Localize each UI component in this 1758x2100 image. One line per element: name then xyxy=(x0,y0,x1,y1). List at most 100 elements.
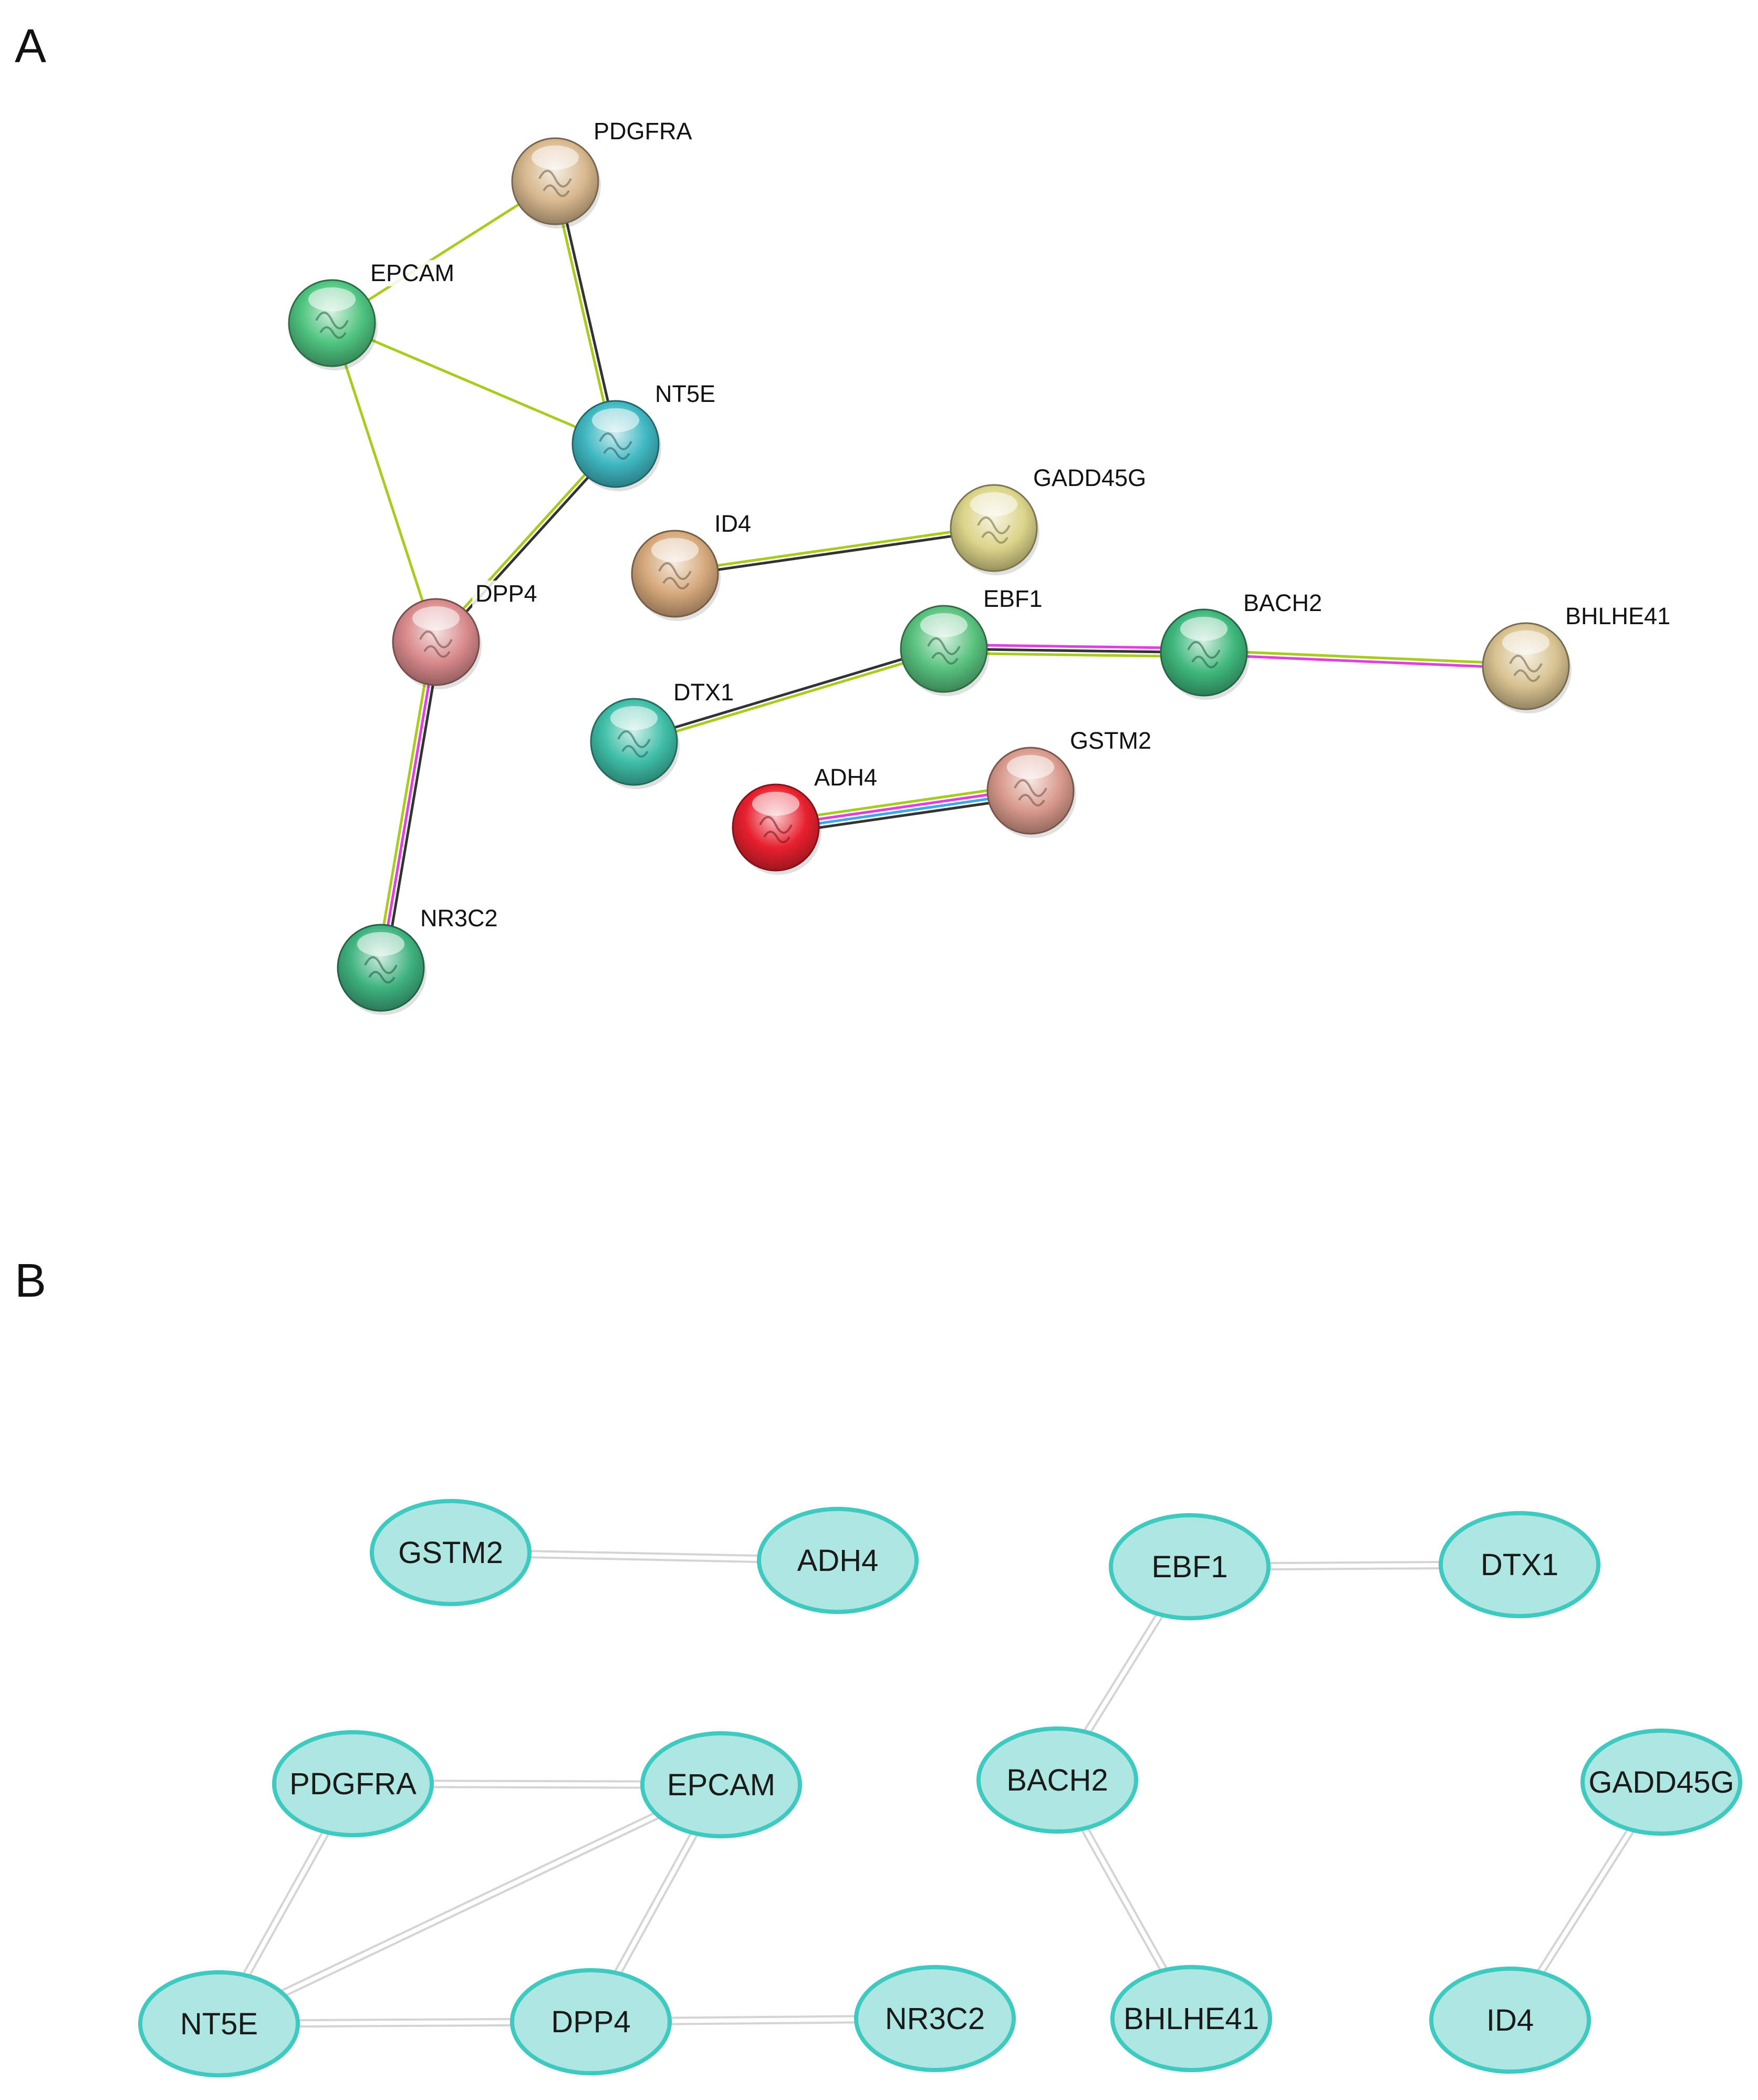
protein-structure-icon xyxy=(658,562,692,589)
node-label-bg xyxy=(367,260,458,286)
node-id4[interactable]: ID4 xyxy=(1429,1967,1591,2074)
node-ellipse xyxy=(1110,1965,1272,2072)
node-label-bg xyxy=(670,679,737,706)
edge-epcam-dpp4 xyxy=(330,322,438,644)
node-ellipse xyxy=(640,1731,802,1838)
node-label: BACH2 xyxy=(1006,1763,1108,1797)
node-dtx1[interactable]: DTX1 xyxy=(1439,1511,1600,1618)
node-highlight xyxy=(357,932,405,956)
node-label-bg xyxy=(417,905,501,932)
node-gadd45g[interactable]: GADD45G xyxy=(950,464,1150,575)
evidence-line xyxy=(1202,653,1527,670)
node-label-bg xyxy=(1067,728,1155,754)
node-dpp4[interactable]: DPP4 xyxy=(392,580,540,689)
protein-structure-icon xyxy=(419,630,453,658)
evidence-line xyxy=(433,441,616,642)
node-label: BHLHE41 xyxy=(1565,603,1670,629)
node-label: NT5E xyxy=(180,2007,258,2041)
node-highlight xyxy=(412,606,460,630)
node-label-bg xyxy=(472,581,540,607)
node-ellipse xyxy=(138,1970,300,2077)
node-highlight xyxy=(610,706,658,730)
node-label-bg xyxy=(711,511,755,537)
node-ellipse xyxy=(272,1730,434,1837)
protein-structure-icon xyxy=(927,637,961,665)
node-highlight xyxy=(308,287,356,312)
node-highlight xyxy=(1006,754,1055,779)
node-ellipse xyxy=(757,1507,919,1614)
node-highlight xyxy=(970,492,1018,516)
node-highlight xyxy=(591,408,640,432)
node-ellipse xyxy=(370,1499,532,1606)
edge-epcam-nt5e xyxy=(217,1781,723,2028)
node-pdgfra[interactable]: PDGFRA xyxy=(511,118,695,229)
node-pdgfra[interactable]: PDGFRA xyxy=(272,1730,434,1837)
node-label: DPP4 xyxy=(475,580,537,607)
node-bhlhe41[interactable]: BHLHE41 xyxy=(1110,1965,1272,2072)
node-label: EBF1 xyxy=(1151,1550,1228,1584)
evidence-line xyxy=(436,444,619,645)
evidence-line xyxy=(673,524,995,573)
node-bach2[interactable]: BACH2 xyxy=(976,1726,1138,1834)
node-highlight xyxy=(1180,616,1228,641)
node-ellipse xyxy=(1429,1967,1591,2074)
node-label-bg xyxy=(1240,590,1326,616)
node-label-bg xyxy=(652,381,719,407)
node-epcam[interactable]: EPCAM xyxy=(288,260,458,370)
node-nt5e[interactable]: NT5E xyxy=(138,1970,300,2077)
node-ebf1[interactable]: EBF1 xyxy=(1109,1513,1271,1620)
node-highlight xyxy=(752,791,800,816)
node-nr3c2[interactable]: NR3C2 xyxy=(854,1965,1016,2072)
protein-structure-icon xyxy=(1509,655,1543,682)
node-gstm2[interactable]: GSTM2 xyxy=(370,1499,532,1606)
edge-line xyxy=(220,1786,723,2028)
node-label-bg xyxy=(590,118,695,144)
node-label: BACH2 xyxy=(1243,589,1322,616)
protein-structure-icon xyxy=(759,816,793,843)
evidence-line xyxy=(330,322,438,644)
panel-a-letter: A xyxy=(15,20,46,73)
node-ebf1[interactable]: EBF1 xyxy=(900,585,1046,696)
node-adh4[interactable]: ADH4 xyxy=(757,1507,919,1614)
node-gstm2[interactable]: GSTM2 xyxy=(986,727,1155,838)
node-label: ID4 xyxy=(714,510,751,537)
node-epcam[interactable]: EPCAM xyxy=(640,1731,802,1838)
node-bach2[interactable]: BACH2 xyxy=(1160,589,1326,700)
node-label: DPP4 xyxy=(551,2005,631,2039)
node-label: GSTM2 xyxy=(1070,727,1151,754)
node-ellipse xyxy=(1580,1729,1742,1836)
protein-structure-icon xyxy=(1014,779,1047,806)
protein-structure-icon xyxy=(364,956,398,984)
evidence-line xyxy=(633,649,946,746)
evidence-line xyxy=(556,179,619,445)
node-gadd45g[interactable]: GADD45G xyxy=(1580,1729,1742,1836)
node-id4[interactable]: ID4 xyxy=(631,510,755,621)
node-dtx1[interactable]: DTX1 xyxy=(590,679,737,789)
node-dpp4[interactable]: DPP4 xyxy=(510,1968,672,2075)
edge-pdgfra-nt5e xyxy=(552,179,619,446)
node-highlight xyxy=(1502,630,1550,655)
edge-line xyxy=(217,1781,721,2022)
protein-structure-icon xyxy=(538,170,572,197)
edge-dpp4-nr3c2 xyxy=(375,640,442,970)
node-nr3c2[interactable]: NR3C2 xyxy=(337,905,501,1015)
node-label: EBF1 xyxy=(983,585,1043,612)
node-label: NR3C2 xyxy=(885,2002,985,2036)
node-label: NR3C2 xyxy=(420,905,498,932)
evidence-line xyxy=(383,641,442,970)
node-highlight xyxy=(531,145,579,170)
node-label: DTX1 xyxy=(673,679,734,706)
node-label-bg xyxy=(980,586,1046,612)
node-adh4[interactable]: ADH4 xyxy=(732,764,881,875)
edge-id4-gadd45g xyxy=(673,524,996,577)
node-label: GADD45G xyxy=(1033,464,1146,491)
evidence-line xyxy=(330,322,617,446)
node-nt5e[interactable]: NT5E xyxy=(571,380,719,491)
node-ellipse xyxy=(510,1968,672,2075)
node-ellipse xyxy=(1109,1513,1271,1620)
evidence-line xyxy=(674,529,996,577)
evidence-line xyxy=(1202,649,1527,666)
node-bhlhe41[interactable]: BHLHE41 xyxy=(1482,603,1674,713)
